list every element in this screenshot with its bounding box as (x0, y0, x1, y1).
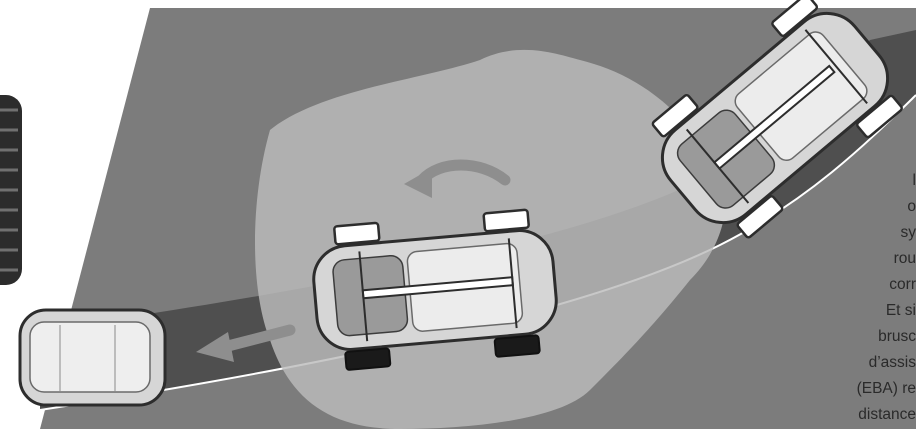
caption-line: (EBA) re (857, 381, 916, 397)
caption-line: d’assis (869, 355, 916, 371)
wheel-indicator-active (345, 348, 390, 370)
car-left (20, 310, 165, 405)
wheel-indicator (484, 210, 529, 232)
caption-line: rou (894, 251, 916, 267)
caption-line: distance (858, 407, 916, 423)
caption-line: o (907, 199, 916, 215)
caption-line: Et si (886, 303, 916, 319)
wheel-indicator (334, 223, 379, 245)
caption-line: corr (889, 277, 916, 293)
caption-line: l (913, 173, 916, 189)
wheel-indicator-active (494, 335, 539, 357)
caption-line: sy (901, 225, 916, 241)
tire-icon (0, 95, 22, 285)
caption-line: brusc (878, 329, 916, 345)
